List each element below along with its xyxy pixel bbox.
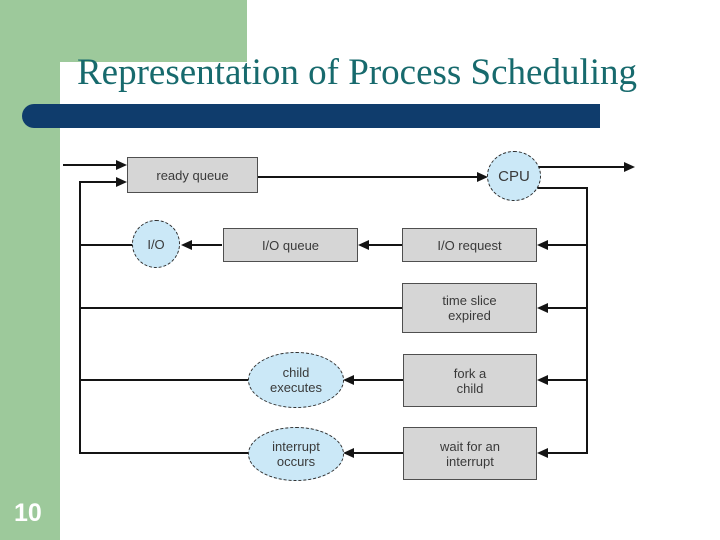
node-ready-queue-label: ready queue (156, 167, 229, 183)
node-ready-queue: ready queue (127, 157, 258, 193)
top-left-green-block (0, 0, 247, 62)
left-green-sidebar (0, 0, 60, 540)
content-panel (60, 62, 720, 540)
page-number: 10 (14, 499, 42, 527)
arrowhead-into-fork (537, 375, 548, 385)
arrowhead-into-ready-queue-top (116, 160, 127, 170)
arrowhead-into-cpu (477, 172, 488, 182)
node-wait-for-interrupt: wait for an interrupt (403, 427, 537, 480)
node-interrupt-occurs-label: interrupt occurs (272, 439, 320, 469)
left-rail (79, 181, 248, 454)
node-io-request-label: I/O request (437, 237, 502, 253)
node-time-slice-expired-label: time slice expired (442, 293, 497, 323)
node-fork-a-child: fork a child (403, 354, 537, 407)
arrowhead-cpu-exit (624, 162, 635, 172)
node-cpu: CPU (487, 151, 541, 201)
arrowhead-into-time-slice (537, 303, 548, 313)
title-accent-bar (22, 104, 600, 128)
node-io-request: I/O request (402, 228, 537, 262)
node-cpu-label: CPU (498, 167, 530, 185)
connector-lines (63, 164, 627, 454)
slide-title: Representation of Process Scheduling (77, 52, 638, 93)
arrowhead-into-io-queue (358, 240, 369, 250)
arrowheads (116, 160, 635, 458)
arrowhead-into-io (181, 240, 192, 250)
node-io: I/O (132, 220, 180, 268)
arrowhead-into-wait (537, 448, 548, 458)
node-io-queue: I/O queue (223, 228, 358, 262)
right-rail (536, 187, 588, 454)
node-wait-for-interrupt-label: wait for an interrupt (440, 438, 500, 469)
arrowhead-into-io-request (537, 240, 548, 250)
node-io-queue-label: I/O queue (261, 237, 320, 253)
node-io-label: I/O (147, 236, 165, 252)
node-child-executes: child executes (248, 352, 344, 408)
node-child-executes-label: child executes (269, 365, 323, 395)
node-fork-a-child-label: fork a child (453, 365, 487, 396)
arrowhead-into-interrupt-occurs (343, 448, 354, 458)
node-time-slice-expired: time slice expired (402, 283, 537, 333)
arrowhead-into-child-executes (343, 375, 354, 385)
arrowhead-into-ready-queue-bottom (116, 177, 127, 187)
node-interrupt-occurs: interrupt occurs (248, 427, 344, 481)
